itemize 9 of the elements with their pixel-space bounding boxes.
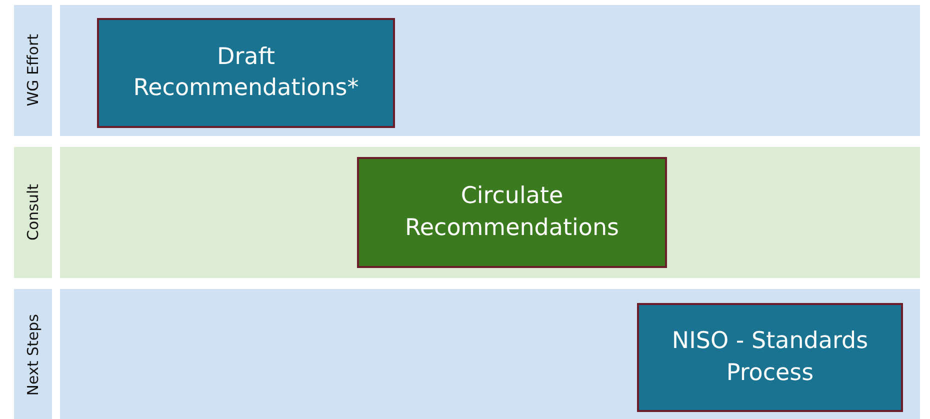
lane-label: Consult — [24, 184, 42, 241]
swimlane-band — [14, 5, 920, 136]
lane-label: WG Effort — [24, 34, 42, 107]
process-box: Circulate Recommendations — [357, 157, 667, 268]
lane-label: Next Steps — [24, 314, 42, 396]
swimlane-band — [14, 147, 920, 278]
process-box: NISO - Standards Process — [637, 303, 903, 412]
process-box: Draft Recommendations* — [97, 18, 395, 128]
swimlane-band — [14, 289, 920, 419]
